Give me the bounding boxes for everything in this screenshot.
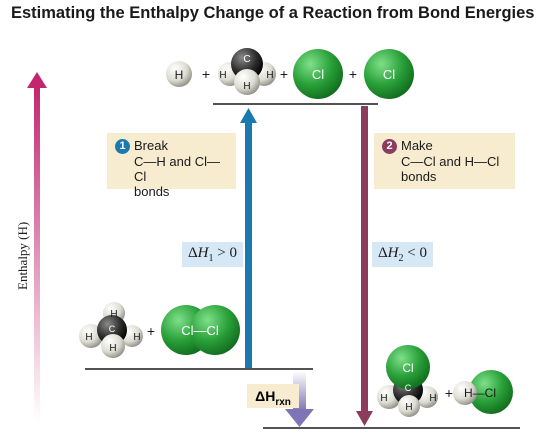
svg-text:C: C [243, 54, 250, 65]
hydrogen-atom [398, 395, 420, 417]
delta-h2-label: ΔH2 < 0 [372, 242, 433, 267]
svg-text:Cl: Cl [312, 67, 324, 82]
svg-text:H: H [380, 393, 387, 404]
svg-text:H: H [243, 81, 250, 92]
svg-text:+: + [349, 66, 357, 82]
svg-text:H: H [85, 332, 92, 343]
break-bonds-note: 1 Break C—H and Cl—Cl bonds [107, 133, 236, 199]
svg-text:+: + [147, 323, 155, 339]
svg-text:H: H [405, 402, 412, 413]
make-arrow [356, 106, 373, 426]
svg-text:Cl: Cl [383, 67, 395, 82]
hydrogen-atom [453, 381, 477, 405]
break-label: Break [134, 138, 168, 153]
make-label: Make [401, 138, 433, 153]
delta-h1-label: ΔH1 > 0 [182, 242, 243, 267]
product-molecules: Cl C H H H + H—Cl [377, 345, 513, 417]
hydrogen-atom [234, 69, 260, 95]
svg-text:H: H [109, 343, 116, 354]
svg-text:C: C [405, 383, 412, 393]
svg-text:H: H [266, 70, 273, 81]
chlorine-atom [386, 345, 430, 389]
svg-text:C: C [109, 324, 116, 334]
svg-text:Cl: Cl [402, 361, 413, 375]
reactant-molecules: H H C H H + Cl—Cl [79, 302, 240, 358]
break-bonds-word: bonds [134, 184, 170, 199]
y-axis-label: Enthalpy (H) [15, 221, 30, 290]
make-bonds-word: bonds [401, 169, 437, 184]
chlorine-atom [364, 49, 414, 99]
make-bonds-text: C—Cl and H—Cl [401, 154, 500, 169]
svg-text:+: + [445, 385, 453, 401]
top-state-molecules: H + C H H H + Cl + Cl [166, 48, 414, 99]
svg-text:H: H [429, 393, 436, 404]
chlorine-atom [190, 305, 240, 355]
step-1-badge: 1 [115, 139, 130, 154]
delta-h-rxn-label: ΔHrxn [247, 384, 299, 408]
hydrogen-atom [101, 334, 125, 358]
svg-text:+: + [280, 66, 288, 82]
chlorine-atom [469, 370, 513, 414]
svg-text:H: H [110, 309, 117, 320]
page-title: Estimating the Enthalpy Change of a Reac… [11, 4, 535, 22]
svg-text:+: + [202, 66, 210, 82]
svg-text:H: H [175, 68, 184, 82]
svg-text:H: H [219, 70, 226, 81]
step-2-badge: 2 [382, 139, 397, 154]
break-bonds-text: C—H and Cl—Cl [134, 154, 220, 184]
enthalpy-axis-arrow [27, 72, 47, 422]
break-arrow [240, 108, 257, 368]
chlorine-atom [293, 49, 343, 99]
make-bonds-note: 2 Make C—Cl and H—Cl bonds [374, 133, 515, 189]
svg-text:H: H [133, 332, 140, 343]
hydrogen-atom [166, 61, 192, 87]
svg-text:H—Cl: H—Cl [464, 386, 496, 400]
svg-text:Cl—Cl: Cl—Cl [181, 323, 219, 338]
